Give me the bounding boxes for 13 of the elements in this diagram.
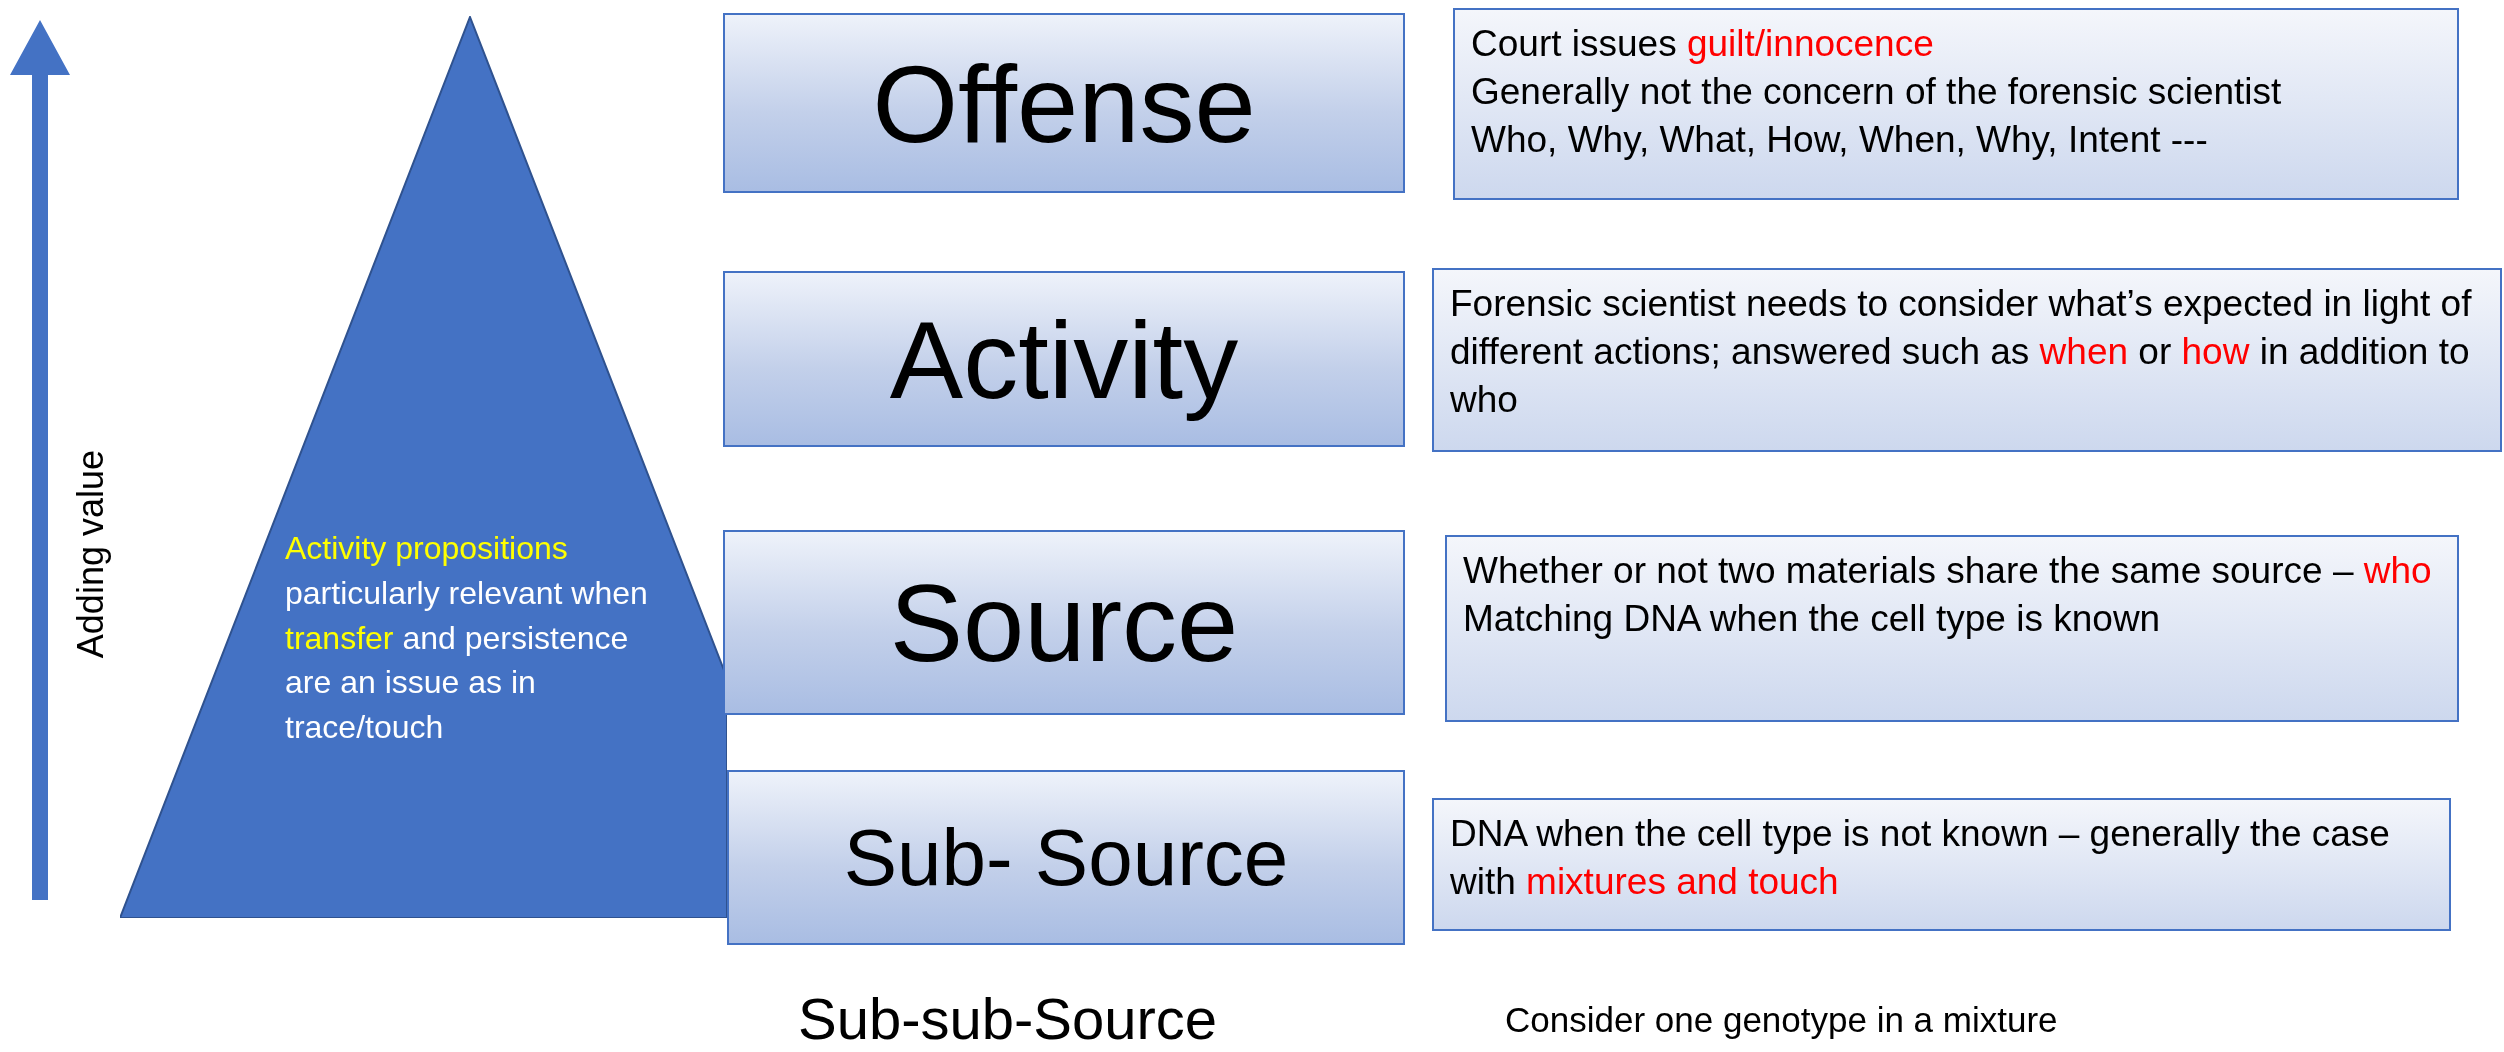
pyramid-text: Activity propositions particularly relevant when transfer and persistence are an issue as in trace/touch <box>285 529 649 748</box>
description-box: Forensic scientist needs to consider what’s expected in light of different actions; answered such as when or how in addition to who <box>1432 268 2502 452</box>
level-box: Source <box>723 530 1405 715</box>
level-label: Sub-sub-Source <box>798 985 1218 1052</box>
axis-label: Adding value <box>70 450 112 659</box>
description-box: Court issues guilt/innocence Generally not the concern of the forensic scientist Who, Why, What, How, When, Why, Intent --- <box>1453 8 2459 200</box>
description-box: Whether or not two materials share the same source – who Matching DNA when the cell type is known <box>1445 535 2459 722</box>
description-box: DNA when the cell type is not known – generally the case with mixtures and touch <box>1432 798 2451 931</box>
pyramid-triangle <box>120 16 727 918</box>
level-box: Offense <box>723 13 1405 193</box>
note-text: Consider one genotype in a mixture <box>1505 1000 2058 1040</box>
level-box: Activity <box>723 271 1405 447</box>
level-box: Sub- Source <box>727 770 1405 945</box>
